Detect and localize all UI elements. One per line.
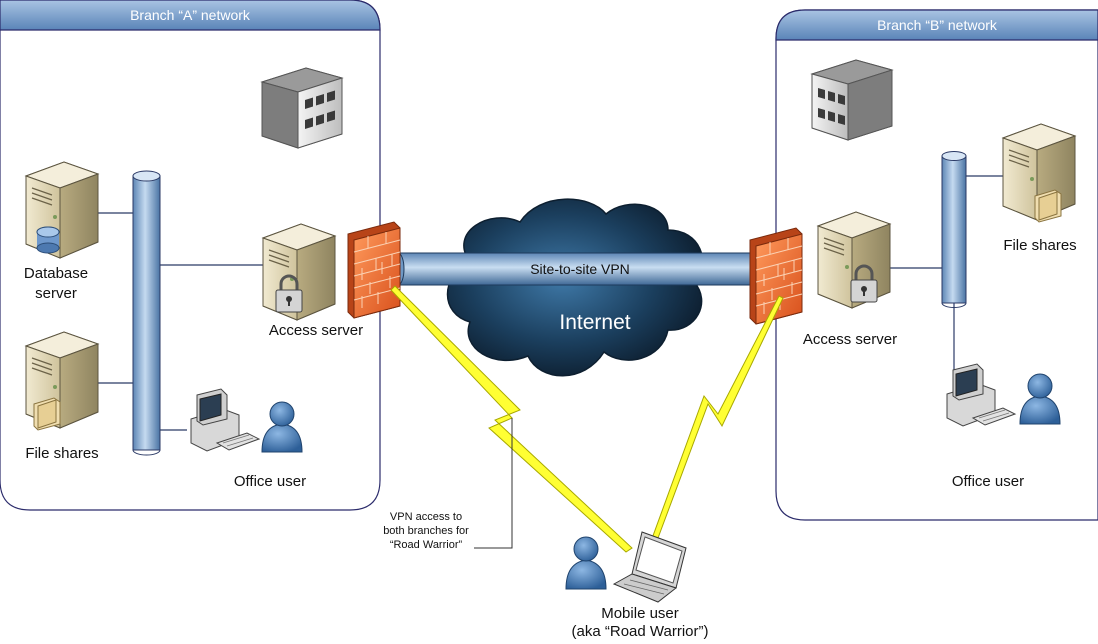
workstation-icon [946,363,1017,427]
person-icon [1019,373,1061,425]
access-server-a-label: Access server [268,322,364,339]
access-server-b-icon [816,211,892,309]
tunnel-label: Site-to-site VPN [530,261,630,277]
database-server-icon [24,161,100,259]
lightning-link-right [649,295,784,547]
callout-line [474,418,513,549]
firewall-a-icon [347,221,401,319]
mobile-user-label: Mobile user [601,605,679,622]
file-server-icon [1001,123,1077,223]
branch-a-title: Branch “A” network [130,7,250,23]
person-icon [261,401,303,453]
padlock-icon [275,274,303,313]
file-server-icon [24,331,100,431]
padlock-icon [850,264,878,303]
building-icon [260,67,344,149]
lightning-link-left [390,285,633,553]
office-user-b-label: Office user [951,473,1025,490]
branch-b-backbone [941,151,967,308]
laptop-icon [612,531,687,603]
branch-b-header [775,9,1098,41]
firewall-b-icon [749,227,803,325]
file-shares-b-label: File shares [1003,237,1077,254]
database-server-label: Database server [23,265,89,302]
access-server-a-icon [261,223,337,321]
office-user-a-label: Office user [233,473,307,490]
mobile-person-icon [565,536,607,590]
vpn-access-callout: VPN access to both branches for “Road Wa… [383,511,469,551]
building-icon [810,59,894,141]
branch-a-backbone [132,170,161,456]
internet-cloud [446,198,704,377]
access-server-b-label: Access server [802,331,898,348]
branch-a-header [0,0,381,31]
branch-b-title: Branch “B” network [877,17,997,33]
branch-a-links [98,212,263,431]
file-shares-a-label: File shares [25,445,99,462]
internet-label: Internet [559,311,631,334]
branch-b-links [890,175,1003,370]
workstation-icon [190,388,261,452]
mobile-user-aka-label: (aka “Road Warrior”) [571,623,709,640]
